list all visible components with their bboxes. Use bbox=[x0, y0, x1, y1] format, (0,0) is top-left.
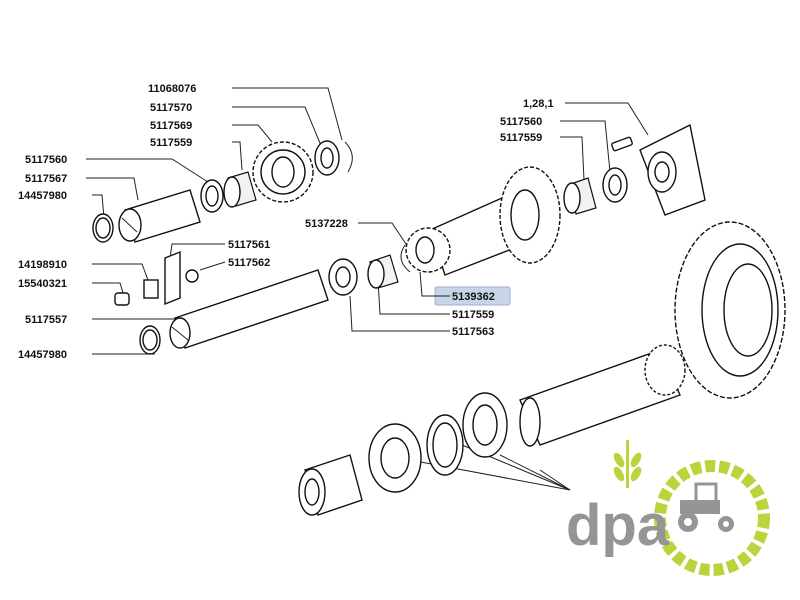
part-label[interactable]: 5137228 bbox=[305, 218, 348, 230]
dpa-logo: dpa bbox=[566, 440, 770, 576]
part-label-highlighted[interactable]: 5139362 bbox=[452, 291, 495, 303]
part-labels: 11068076 5117570 5117569 5117559 5117560… bbox=[18, 83, 554, 361]
part-label[interactable]: 5117560 bbox=[25, 154, 67, 166]
part-label[interactable]: 5117567 bbox=[25, 173, 67, 185]
center-shaft-assembly bbox=[367, 123, 706, 289]
leader-lines bbox=[86, 87, 649, 491]
part-label[interactable]: 5117559 bbox=[452, 309, 494, 321]
svg-text:dpa: dpa bbox=[566, 493, 670, 558]
part-label[interactable]: 5117559 bbox=[500, 132, 542, 144]
lower-shaft-assembly bbox=[114, 250, 358, 355]
part-label[interactable]: 14198910 bbox=[18, 259, 67, 271]
part-label[interactable]: 5117557 bbox=[25, 314, 67, 326]
part-label[interactable]: 5117561 bbox=[228, 239, 270, 251]
upper-shaft-assembly bbox=[92, 140, 353, 243]
part-label[interactable]: 1,28,1 bbox=[523, 98, 554, 110]
part-label[interactable]: 5117570 bbox=[150, 102, 192, 114]
crown-wheel-pinion bbox=[298, 221, 786, 516]
part-label[interactable]: 14457980 bbox=[18, 190, 67, 202]
part-label[interactable]: 5117569 bbox=[150, 120, 192, 132]
part-label[interactable]: 5117560 bbox=[500, 116, 542, 128]
part-label[interactable]: 5117563 bbox=[452, 326, 494, 338]
part-label[interactable]: 5117562 bbox=[228, 257, 270, 269]
part-label[interactable]: 11068076 bbox=[148, 83, 196, 95]
part-label[interactable]: 15540321 bbox=[18, 278, 67, 290]
part-label[interactable]: 5117559 bbox=[150, 137, 192, 149]
part-label[interactable]: 14457980 bbox=[18, 349, 67, 361]
